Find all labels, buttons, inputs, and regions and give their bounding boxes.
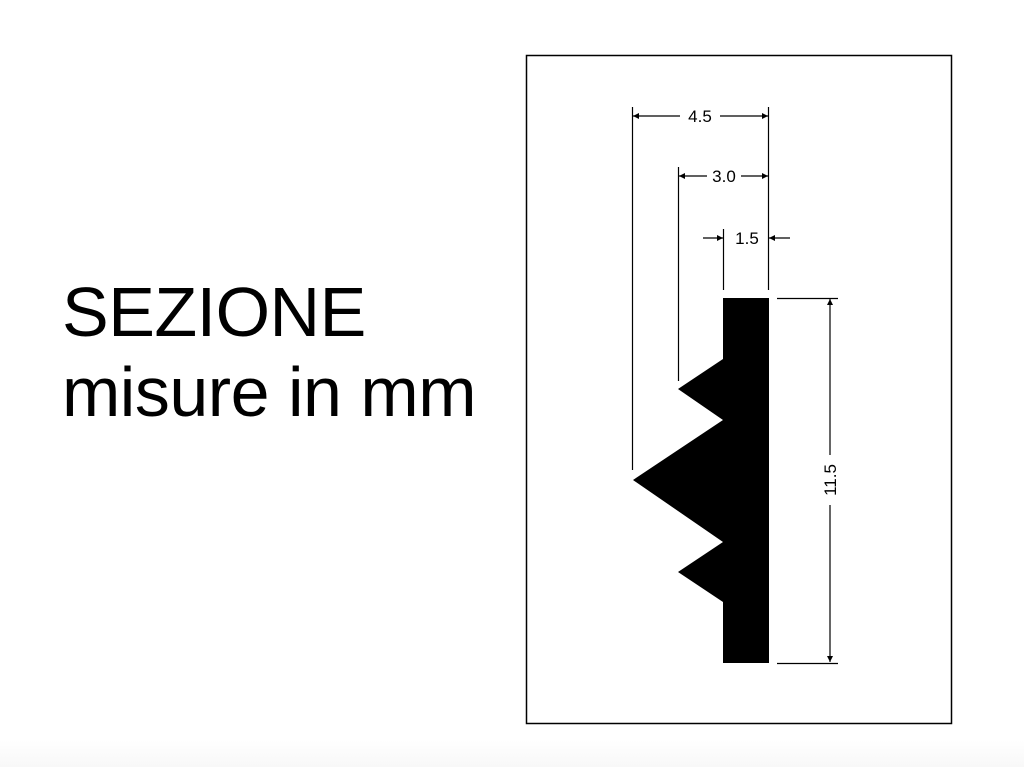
dimension-3-0: 3.0 — [679, 167, 768, 186]
profile-section-shape — [633, 298, 769, 663]
section-title: SEZIONE — [62, 273, 366, 351]
dimension-4-5: 4.5 — [633, 107, 768, 126]
dimension-label-mid-width: 3.0 — [712, 167, 736, 186]
dimension-label-base-thickness: 1.5 — [735, 229, 759, 248]
dimension-label-height: 11.5 — [821, 464, 840, 496]
dimension-11-5: 11.5 — [821, 299, 840, 662]
dimension-label-total-width: 4.5 — [688, 107, 712, 126]
extension-lines — [631, 107, 838, 665]
caption: SEZIONE misure in mm — [62, 272, 477, 432]
dimension-1-5: 1.5 — [703, 229, 790, 248]
units-note: misure in mm — [62, 353, 477, 431]
